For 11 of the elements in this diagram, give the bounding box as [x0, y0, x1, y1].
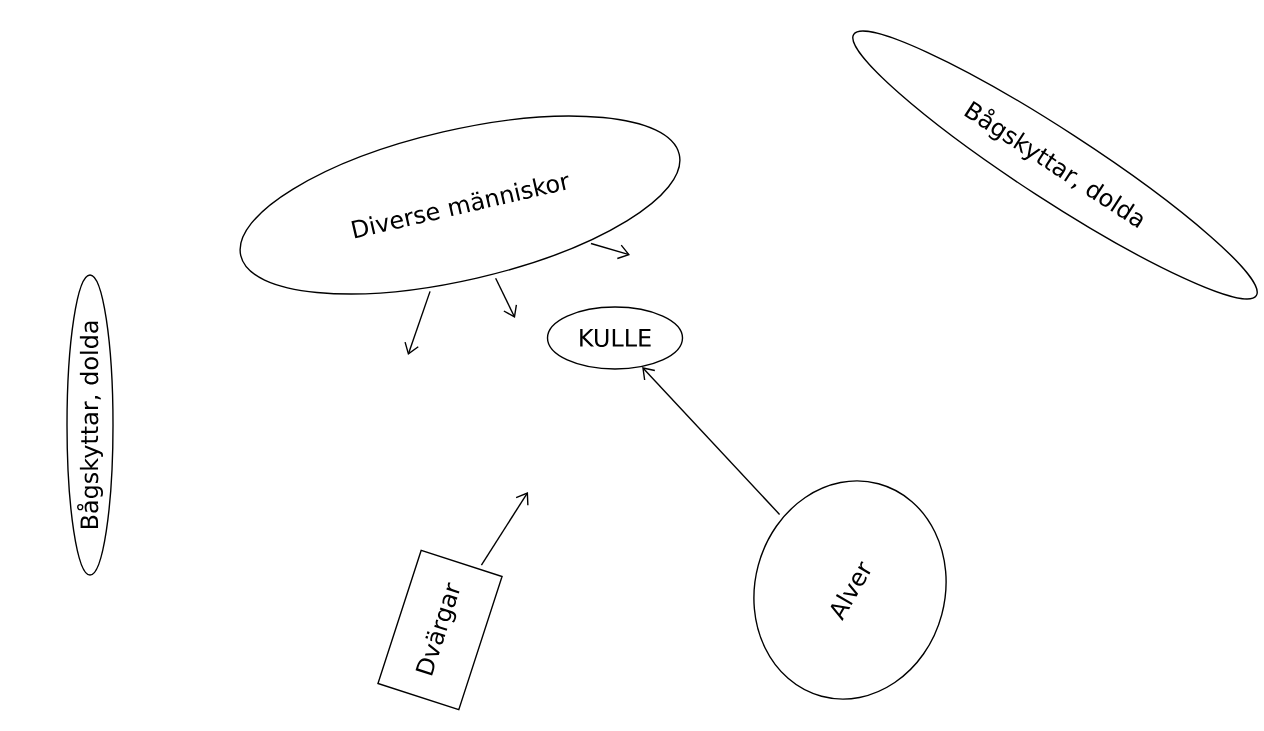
arrow	[590, 242, 630, 260]
arrow	[494, 277, 518, 318]
arrow	[642, 367, 781, 516]
arrow	[480, 492, 529, 566]
archers-ellipse	[66, 274, 114, 576]
node-label: Bågskyttar, dolda	[77, 321, 103, 529]
node-label: KULLE	[580, 329, 651, 347]
hill-ellipse	[546, 306, 684, 370]
arrow	[404, 290, 431, 355]
elves-blob	[753, 480, 947, 700]
dwarves-box	[377, 549, 503, 711]
